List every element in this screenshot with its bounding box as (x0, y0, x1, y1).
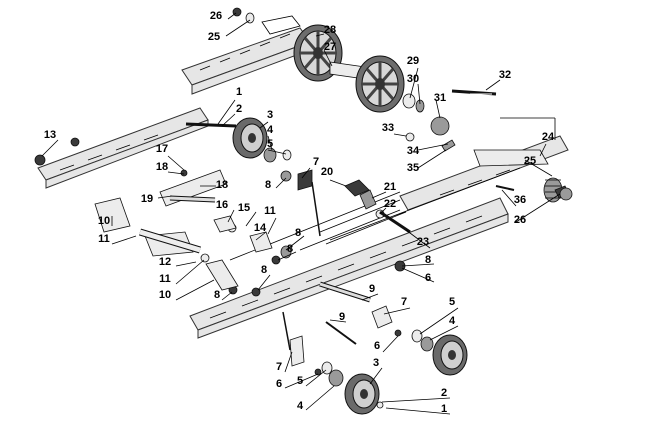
callout-c1b: 1 (441, 403, 447, 415)
callout-c3a: 3 (267, 109, 273, 121)
callout-c10b: 10 (159, 289, 171, 301)
callout-c17: 17 (156, 143, 168, 155)
callout-c25a: 25 (208, 31, 220, 43)
callout-c11a: 11 (264, 205, 276, 217)
callout-c4a: 4 (267, 124, 274, 136)
callout-c7b: 7 (401, 296, 407, 308)
callout-c10a: 10 (98, 215, 110, 227)
callout-c2b: 2 (441, 387, 447, 399)
callout-c18a: 18 (156, 161, 168, 173)
callout-c29: 29 (407, 55, 419, 67)
callout-c3b: 3 (373, 357, 379, 369)
callout-c8b: 8 (295, 227, 301, 239)
callout-c5c: 5 (297, 375, 303, 387)
callout-c16: 16 (216, 199, 228, 211)
callout-c11c: 11 (159, 273, 171, 285)
callout-c31: 31 (434, 92, 446, 104)
lower-rail (189, 197, 509, 339)
upper-rail (181, 15, 311, 95)
callout-c28: 28 (324, 24, 336, 36)
callout-c6c: 6 (276, 378, 282, 390)
callout-c8f: 8 (214, 289, 220, 301)
callout-c13: 13 (44, 129, 56, 141)
callout-c8d: 8 (425, 254, 431, 266)
idler-wheel-upper (232, 117, 268, 159)
shafts-and-spacers (94, 89, 549, 367)
callout-c8c: 8 (287, 243, 293, 255)
callout-c36: 36 (514, 194, 526, 206)
callout-c5a: 5 (267, 138, 273, 150)
left-rail (37, 107, 209, 189)
callout-c19: 19 (141, 193, 153, 205)
right-rail (399, 135, 569, 211)
callout-c26b: 26 (514, 214, 526, 226)
callout-c8e: 8 (261, 264, 267, 276)
callout-c11b: 11 (98, 233, 110, 245)
callout-c7a: 7 (313, 156, 319, 168)
callout-c6a: 6 (425, 272, 431, 284)
callout-c35: 35 (407, 162, 419, 174)
callout-c12: 12 (159, 256, 171, 268)
frame-lines (229, 167, 521, 261)
callout-c22: 22 (384, 198, 396, 210)
callout-c9b: 9 (339, 311, 345, 323)
callout-c20: 20 (321, 166, 333, 178)
callout-c26a: 26 (210, 10, 222, 22)
callout-c32: 32 (499, 69, 511, 81)
callout-c18b: 18 (216, 179, 228, 191)
callout-c21: 21 (384, 181, 396, 193)
idler-wheel-lower-left (344, 373, 380, 415)
callout-c2a: 2 (236, 103, 242, 115)
callout-c8a: 8 (265, 179, 271, 191)
large-idler-wheel-right (355, 55, 405, 113)
leader-lines (41, 12, 561, 415)
callout-c14: 14 (254, 222, 267, 234)
callout-c5b: 5 (449, 296, 455, 308)
callout-c1a: 1 (236, 86, 242, 98)
callout-c25b: 25 (524, 155, 536, 167)
callout-c15: 15 (238, 202, 250, 214)
callout-c23: 23 (417, 236, 429, 248)
idler-wheel-lower-right (432, 334, 468, 376)
callout-c33: 33 (382, 122, 394, 134)
callout-c34: 34 (407, 145, 420, 157)
callout-c9a: 9 (369, 283, 375, 295)
callout-c7c: 7 (276, 361, 282, 373)
callout-c6b: 6 (374, 340, 380, 352)
callout-c4c: 4 (297, 400, 304, 412)
callout-c27: 27 (324, 41, 336, 53)
callout-c4b: 4 (449, 315, 456, 327)
callout-c24: 24 (542, 131, 555, 143)
callout-c30: 30 (407, 73, 419, 85)
